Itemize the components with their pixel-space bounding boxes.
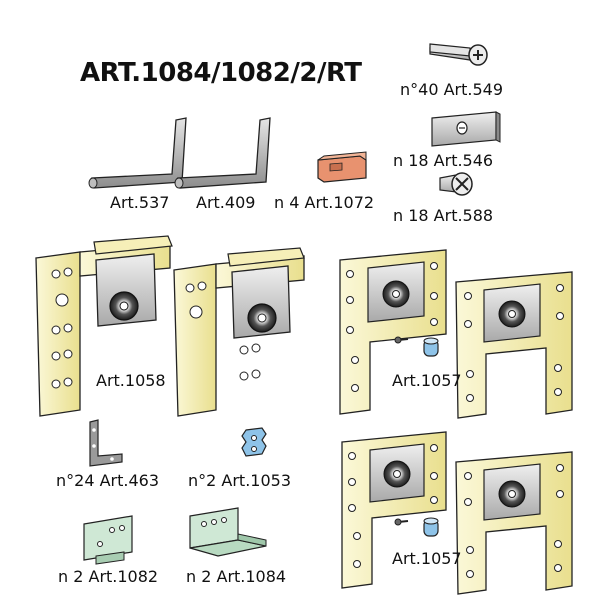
bracket-1058-left-icon bbox=[35, 235, 173, 417]
label-bracket-463: n°24 Art.463 bbox=[56, 471, 160, 490]
label-bracket-1057-bottom: Art.1057 bbox=[392, 549, 462, 568]
label-bracket-1058: Art.1058 bbox=[96, 371, 166, 390]
hex-key-537-icon bbox=[88, 117, 187, 189]
label-key-537: Art.537 bbox=[110, 193, 170, 212]
bracket-1058-right-icon bbox=[173, 247, 305, 417]
product-title: ART.1084/1082/2/RT bbox=[80, 58, 362, 88]
clip-1053-icon bbox=[241, 427, 267, 457]
angle-bracket-463-icon bbox=[89, 419, 123, 467]
label-stopper-1072: n 4 Art.1072 bbox=[274, 193, 375, 212]
plate-1082-icon bbox=[83, 515, 133, 565]
bracket-1057-top-icon bbox=[339, 249, 573, 419]
label-plate-1084: n 2 Art.1084 bbox=[186, 567, 287, 586]
plate-546-icon bbox=[431, 111, 501, 147]
label-plate-546: n 18 Art.546 bbox=[393, 151, 494, 170]
screw-549-icon bbox=[429, 43, 488, 66]
label-plate-1082: n 2 Art.1082 bbox=[58, 567, 159, 586]
hex-key-409-icon bbox=[174, 117, 271, 189]
plate-1084-icon bbox=[189, 507, 267, 557]
label-clip-1053: n°2 Art.1053 bbox=[188, 471, 292, 490]
bracket-1057-bottom-icon bbox=[341, 431, 573, 595]
label-screw-549: n°40 Art.549 bbox=[400, 80, 504, 99]
label-key-409: Art.409 bbox=[196, 193, 256, 212]
label-bracket-1057-top: Art.1057 bbox=[392, 371, 462, 390]
stopper-1072-icon bbox=[317, 151, 367, 183]
label-screw-588: n 18 Art.588 bbox=[393, 206, 494, 225]
screw-588-icon bbox=[439, 172, 473, 196]
